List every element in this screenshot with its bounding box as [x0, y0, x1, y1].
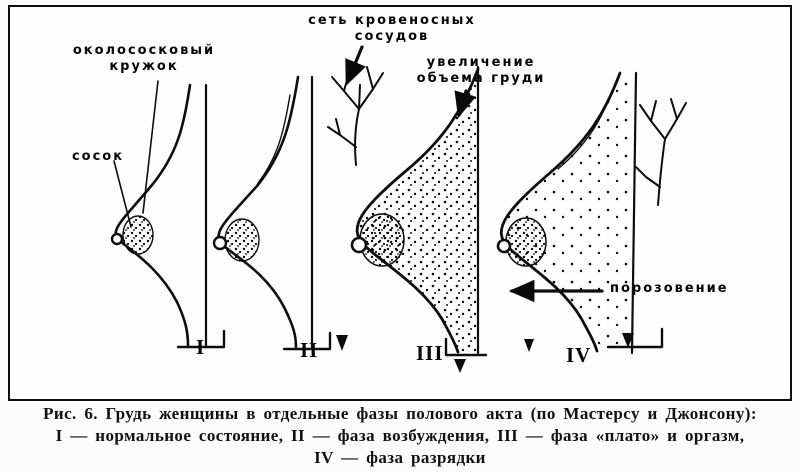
diagram-svg [110, 45, 687, 373]
breast-profile-phase2 [212, 75, 348, 351]
vessel-network-right [635, 98, 687, 206]
areola-phase2 [224, 218, 260, 262]
caption-line-2: I — нормальное состояние, II — фаза возб… [55, 426, 745, 445]
label-pinking: порозовение [610, 281, 729, 296]
phase-numeral-2: II [300, 338, 319, 362]
caption-line-3: IV — фаза разрядки [314, 448, 486, 467]
areola-phase3 [359, 213, 405, 267]
phase-numeral-1: I [196, 335, 206, 359]
label-nipple: сосок [71, 149, 125, 164]
label-volume: увеличение объема груди [416, 55, 546, 87]
nipple-phase4 [496, 238, 512, 254]
caption-line-1: Рис. 6. Грудь женщины в отдельные фазы п… [43, 404, 757, 423]
stippling-phase4 [501, 73, 634, 351]
volume-arrow [454, 89, 477, 119]
down-arrow-phase4b [524, 339, 534, 352]
nipple-pointer-line [113, 160, 132, 228]
vessel-network-top [327, 66, 384, 166]
down-arrow-phase2 [336, 335, 348, 351]
areola-phase4 [505, 217, 547, 267]
breast-profile-phase3 [350, 65, 488, 373]
down-arrow-phase3 [454, 359, 466, 373]
breast-profile-phase4 [496, 71, 664, 355]
areola-phase1 [122, 215, 154, 255]
stippling-phase3 [357, 69, 478, 352]
areola-pointer-line [142, 80, 159, 214]
nipple-phase3 [350, 236, 368, 254]
figure-caption: Рис. 6. Грудь женщины в отдельные фазы п… [0, 403, 800, 469]
phase-numeral-4: IV [566, 343, 592, 367]
phase-numeral-3: III [416, 341, 444, 365]
figure-frame: околососковый кружок сосок сеть кровенос… [8, 5, 792, 401]
nipple-phase2 [212, 235, 228, 251]
vessels-arrow [345, 45, 366, 86]
down-arrow-phase4 [622, 333, 634, 348]
nipple-phase1 [110, 232, 124, 246]
label-areola: околососковый кружок [72, 43, 216, 75]
label-vessels: сеть кровеносных сосудов [308, 13, 476, 45]
